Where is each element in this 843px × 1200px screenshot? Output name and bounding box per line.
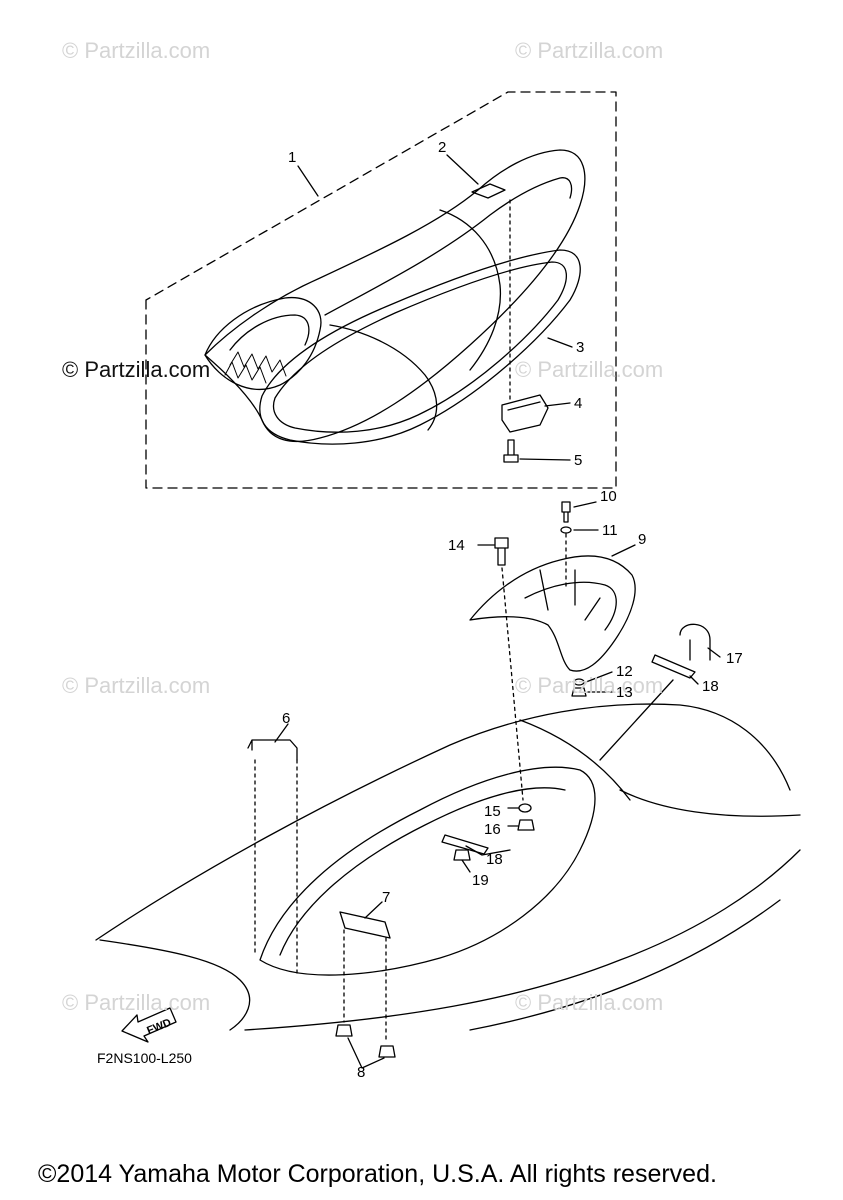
callout-18a: 18 [702, 678, 719, 695]
callout-3: 3 [576, 339, 585, 356]
callout-15: 15 [484, 803, 501, 820]
callout-1: 1 [288, 149, 297, 166]
watermark-6: © Partzilla.com [515, 673, 664, 698]
watermark-8: © Partzilla.com [515, 990, 664, 1015]
plate-18-lower [441, 834, 489, 855]
part-15 [518, 803, 532, 813]
leader-18-extension [599, 679, 674, 761]
callout-13: 13 [616, 684, 633, 701]
seat-base-inner [272, 261, 567, 433]
leader-19 [461, 859, 471, 873]
drawing-code: F2NS100-L250 [97, 1050, 192, 1066]
hull-seat-well-inner [279, 787, 566, 956]
callout-7: 7 [382, 889, 391, 906]
seat-label-tag [471, 183, 506, 199]
leader-2 [446, 154, 479, 185]
leader-1 [297, 165, 319, 197]
watermark-2: © Partzilla.com [515, 38, 664, 63]
part-16 [517, 819, 535, 831]
leader-18b [465, 845, 511, 856]
seat-assembly-boundary [145, 91, 617, 489]
leader-4 [544, 402, 571, 407]
leader-18a [689, 675, 699, 685]
fwd-label: FWD [145, 1017, 173, 1038]
fwd-arrow [121, 1007, 177, 1043]
nut-8b [378, 1045, 396, 1058]
leader-8 [347, 1037, 385, 1069]
leader-6 [274, 723, 289, 743]
leader-7 [364, 901, 383, 919]
nut-8a [335, 1024, 353, 1037]
watermark-3: © Partzilla.com [62, 357, 211, 382]
watermark-1: © Partzilla.com [62, 38, 211, 63]
callout-11: 11 [602, 522, 618, 539]
seat-base [259, 249, 581, 445]
seat-top-ridge-3 [439, 209, 502, 371]
hull-side [469, 899, 781, 1031]
bracket-7 [339, 911, 391, 939]
seat-bracket-detail [507, 401, 541, 411]
copyright-notice: ©2014 Yamaha Motor Corporation, U.S.A. A… [38, 1160, 717, 1188]
leader-5 [519, 458, 571, 461]
leader-12 [585, 671, 613, 683]
seat-texture [229, 351, 287, 377]
seat-texture-2 [224, 361, 267, 384]
callout-14: 14 [448, 537, 465, 554]
nut-19 [453, 849, 471, 861]
watermark-7: © Partzilla.com [62, 990, 211, 1015]
bolt-10 [561, 501, 571, 523]
watermark-5: © Partzilla.com [62, 673, 211, 698]
hull-outline [95, 703, 791, 941]
hull-ridge [619, 789, 801, 817]
callout-16: 16 [484, 821, 501, 838]
rear-seat-cover-inner [524, 581, 617, 631]
plate-18 [651, 654, 696, 679]
hull-ridge-2 [519, 719, 631, 801]
callout-10: 10 [600, 488, 617, 505]
leader-3 [547, 337, 573, 348]
callout-5: 5 [574, 452, 583, 469]
washer-12 [573, 678, 585, 686]
seat-top-ridge [324, 177, 573, 316]
seat-top-ridge-2 [329, 324, 438, 431]
nut-13 [571, 687, 587, 697]
callout-6: 6 [282, 710, 291, 727]
seat-bolt [503, 439, 519, 463]
u-bolt-17 [679, 623, 711, 661]
bolt-14 [494, 537, 509, 566]
callout-8: 8 [357, 1064, 366, 1081]
callout-12: 12 [616, 663, 633, 680]
callout-17: 17 [726, 650, 743, 667]
hull-seat-well [259, 766, 596, 976]
seat-top [204, 149, 586, 442]
callout-18b: 18 [486, 851, 503, 868]
grab-handle-6 [247, 739, 298, 761]
watermark-4: © Partzilla.com [515, 357, 664, 382]
seat-rear-inner [229, 314, 310, 351]
callout-19: 19 [472, 872, 489, 889]
seat-bracket [501, 394, 549, 433]
seat-rear-opening [204, 296, 322, 390]
callout-2: 2 [438, 139, 447, 156]
leader-10 [573, 501, 597, 508]
washer-11 [560, 526, 572, 534]
leader-17 [707, 647, 721, 658]
callout-4: 4 [574, 395, 583, 412]
rear-seat-cover [469, 555, 636, 672]
hull-lower [244, 849, 801, 1031]
hull-deck [99, 939, 251, 1031]
rear-seat-cover-detail [539, 569, 601, 621]
callout-9: 9 [638, 531, 647, 548]
leader-9 [611, 544, 636, 557]
